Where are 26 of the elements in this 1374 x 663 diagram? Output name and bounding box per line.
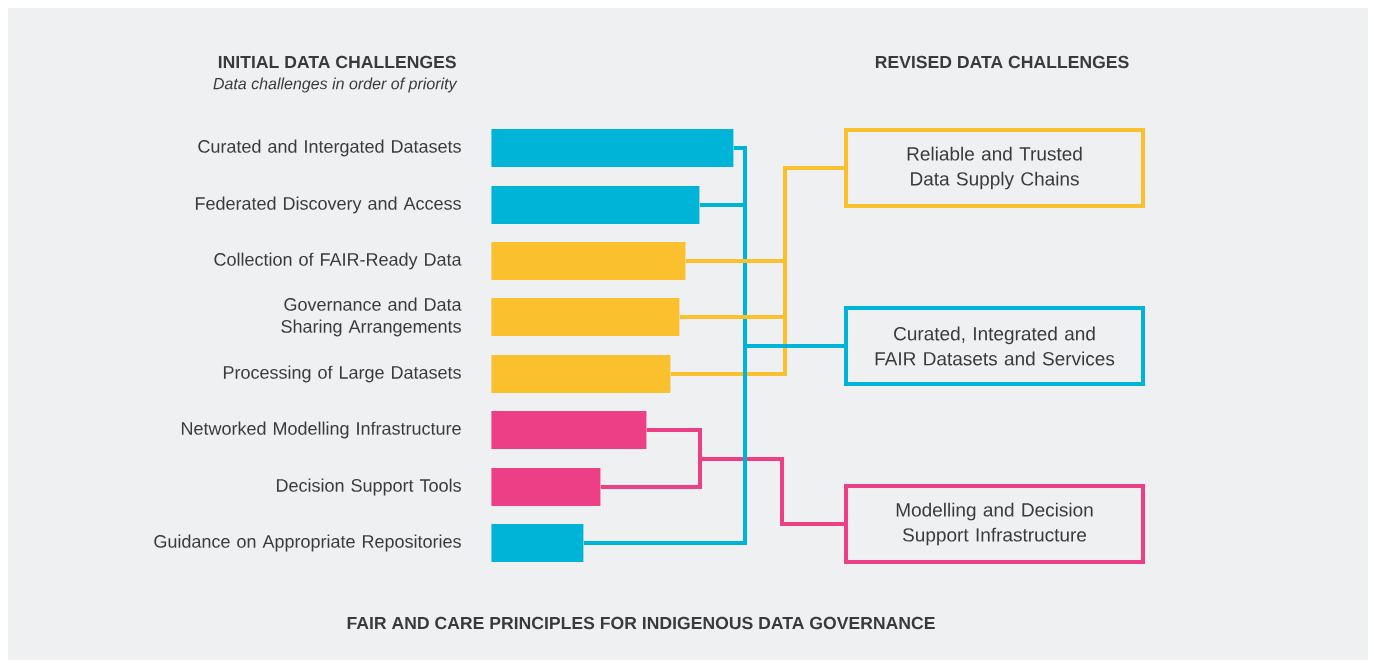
bar-label: Processing of Large Datasets: [223, 365, 461, 383]
subheading: Data challenges in order of priority: [213, 77, 458, 93]
bar: [491, 186, 700, 224]
challenge-box: Curated, Integrated and FAIR Datasets and Services: [844, 306, 1145, 386]
connector-line: [600, 457, 844, 526]
challenge-box: Reliable and Trusted Data Supply Chains: [844, 128, 1145, 208]
heading: REVISED DATA CHALLENGES: [875, 55, 1129, 69]
bar-label: Curated and Intergated Datasets: [198, 139, 461, 157]
bar: [491, 468, 601, 506]
connector-line: [670, 166, 844, 376]
bar: [491, 411, 647, 449]
challenge-box: Modelling and Decision Support Infrastructure: [844, 484, 1145, 564]
bar-label: Federated Discovery and Access: [195, 196, 461, 214]
heading: FAIR AND CARE PRINCIPLES FOR INDIGENOUS DATA GOVERNANCE: [347, 616, 935, 630]
connector-line: [583, 344, 844, 545]
bar-label: Decision Support Tools: [277, 478, 461, 496]
bar: [491, 298, 680, 336]
bar: [491, 355, 671, 393]
bar: [491, 524, 584, 562]
bar: [491, 242, 686, 280]
bar: [491, 129, 734, 167]
bar-label: Guidance on Appropriate Repositories: [154, 534, 461, 552]
heading: INITIAL DATA CHALLENGES: [218, 55, 456, 69]
bar-label: Governance and Data Sharing Arrangements: [281, 297, 462, 337]
bar-label: Networked Modelling Infrastructure: [181, 421, 461, 439]
bar-label: Collection of FAIR-Ready Data: [214, 252, 462, 270]
